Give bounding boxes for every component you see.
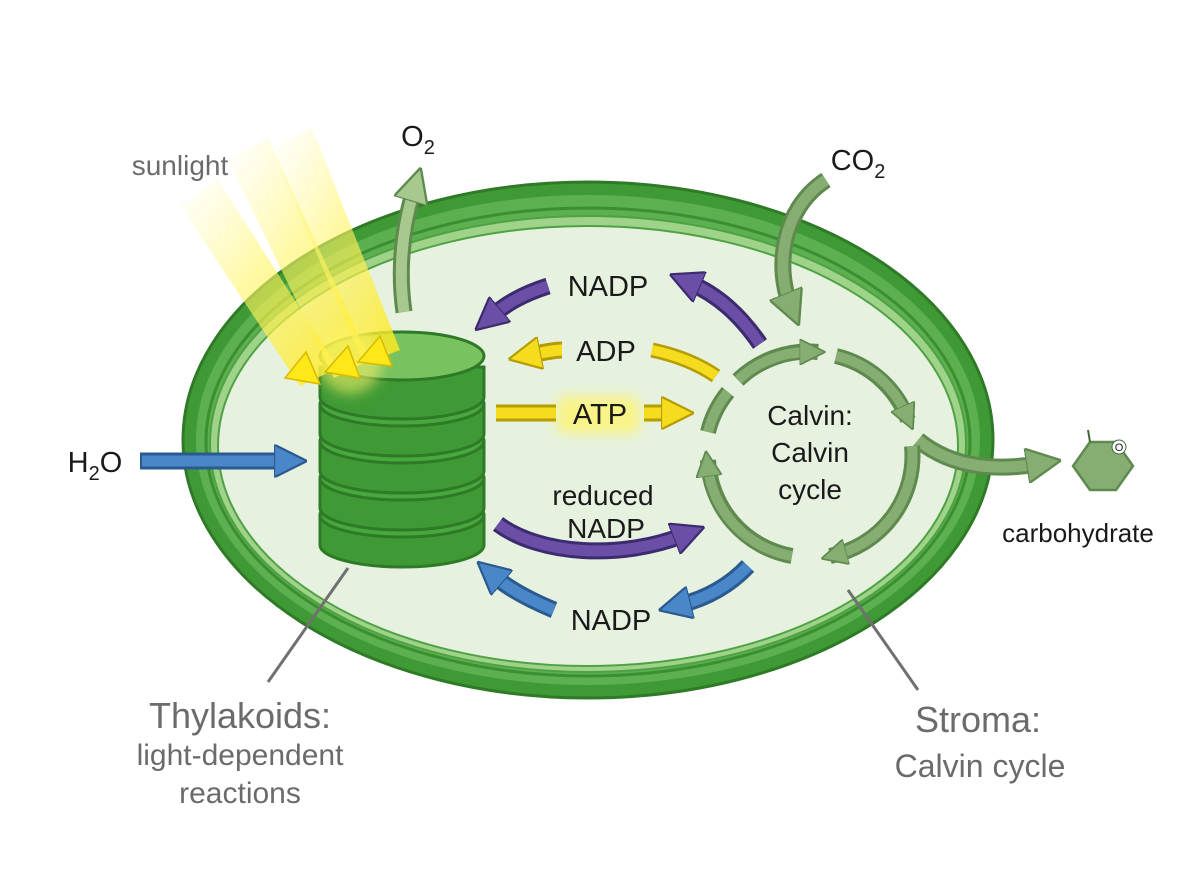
carbohydrate-label: carbohydrate — [1002, 518, 1154, 548]
thylakoids-line3: reactions — [179, 777, 301, 810]
stroma-title: Stroma: — [915, 699, 1041, 740]
sunlight-rays — [180, 128, 400, 394]
inner-membrane-outer — [204, 206, 972, 678]
h2o-label: H2O — [68, 447, 123, 485]
atp-label: ATP — [573, 399, 627, 431]
adp-label: ADP — [576, 336, 636, 368]
o2-label: O2 — [401, 121, 435, 159]
stroma-leader-line — [846, 589, 920, 691]
nadp-top-label: NADP — [568, 271, 649, 303]
sunlight-label: sunlight — [132, 150, 229, 181]
ring-oxygen-label: O — [1115, 442, 1124, 454]
atp-glow — [556, 396, 640, 434]
calvin-cycle-ring — [708, 352, 921, 556]
thylakoid-stack — [318, 330, 486, 569]
reduced-label: reduced — [552, 480, 653, 511]
calvin-line1: Calvin: — [767, 400, 853, 431]
thylakoids-title: Thylakoids: — [149, 695, 331, 736]
nadp-bottom-label: NADP — [571, 605, 652, 637]
reduced-nadp-label: NADP — [567, 513, 645, 544]
co2-label: CO2 — [831, 145, 886, 183]
thylakoids-line2: light-dependent — [137, 739, 345, 772]
calvin-line3: cycle — [778, 474, 842, 505]
stroma-line2: Calvin cycle — [895, 748, 1066, 784]
carbohydrate-molecule: O — [1071, 429, 1135, 492]
thylakoid-leader-line — [266, 567, 350, 683]
calvin-line2: Calvin — [771, 437, 849, 468]
